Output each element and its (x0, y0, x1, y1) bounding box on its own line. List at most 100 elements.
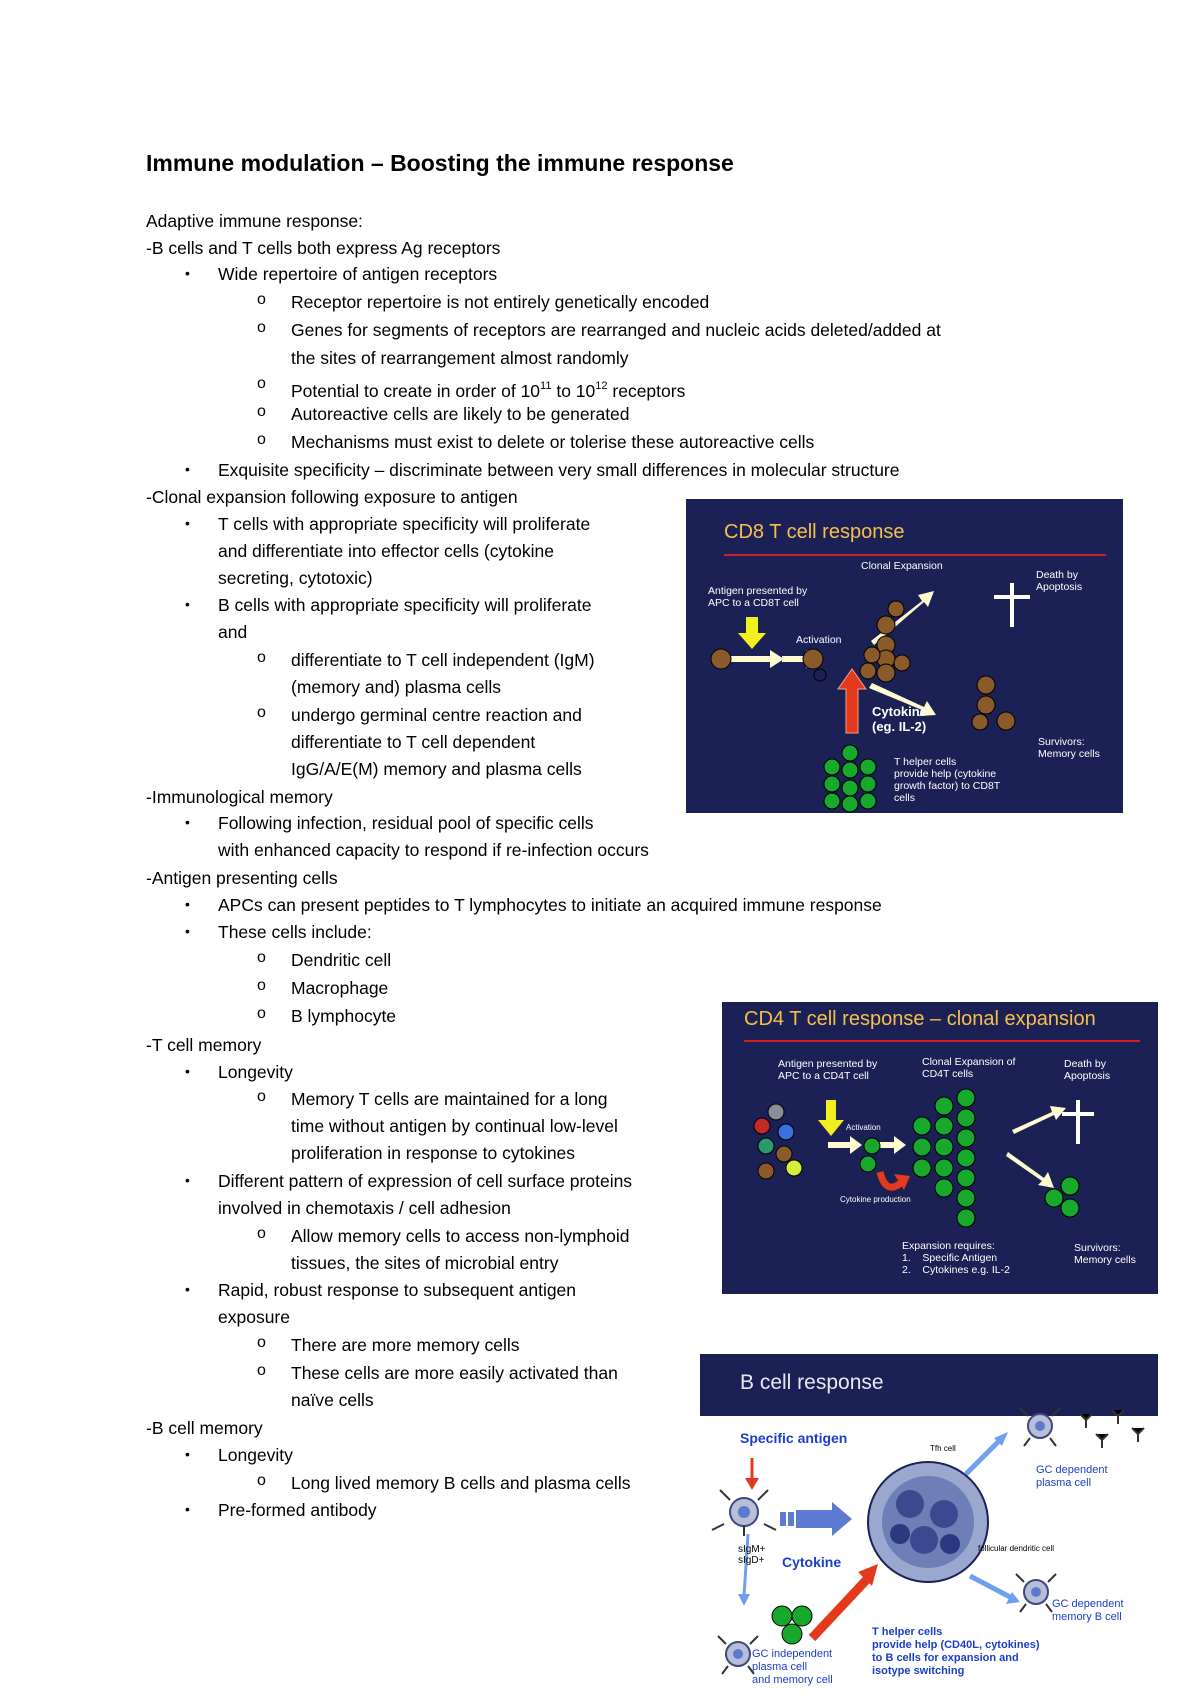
section-heading: -Antigen presenting cells (146, 868, 338, 888)
activation-label: Activation (846, 1123, 881, 1132)
list-item: Long lived memory B cells and plasma cel… (291, 1473, 631, 1493)
death-label: Death by Apoptosis (1036, 569, 1083, 593)
sub-bullet-marker: o (257, 403, 266, 420)
bullet-marker: • (185, 1063, 190, 1079)
bullet-marker: • (185, 461, 190, 477)
memory-b-cell-icon (1015, 1573, 1057, 1613)
list-item: Dendritic cell (291, 950, 392, 970)
list-item-continued: secreting, cytotoxic) (218, 568, 373, 588)
germinal-centre-icon (867, 1461, 989, 1583)
list-item: APCs can present peptides to T lymphocyt… (218, 895, 882, 915)
tfh-cell-label: Tfh cell (930, 1444, 956, 1453)
list-item-continued: the sites of rearrangement almost random… (291, 348, 629, 368)
cd4-figure-title: CD4 T cell response – clonal expansion (744, 1008, 1096, 1030)
b-cell-figure: B cell response (700, 1354, 1158, 1698)
list-item: There are more memory cells (291, 1335, 520, 1355)
list-item: T cells with appropriate specificity wil… (218, 514, 591, 534)
sub-bullet-marker: o (257, 949, 266, 966)
sub-bullet-marker: o (257, 291, 266, 308)
to-death-arrow-icon (1012, 1106, 1066, 1134)
sub-bullet-marker: o (257, 1225, 266, 1242)
list-item-continued: and differentiate into effector cells (c… (218, 541, 554, 561)
list-item: Genes for segments of receptors are rear… (291, 320, 941, 340)
title-rule (744, 1040, 1140, 1042)
to-gc-independent-arrow-icon (742, 1533, 750, 1597)
help-arrow-icon (808, 1572, 874, 1642)
bullet-marker: • (185, 1172, 190, 1188)
list-item: Allow memory cells to access non-lymphoi… (291, 1226, 630, 1246)
bullet-marker: • (185, 814, 190, 830)
list-item: Memory T cells are maintained for a long (291, 1089, 608, 1109)
sub-bullet-marker: o (257, 649, 266, 666)
list-item-continued: proliferation in response to cytokines (291, 1143, 576, 1163)
sub-bullet-marker: o (257, 319, 266, 336)
cytokine-arrow-icon (837, 668, 867, 734)
gc-independent-cell-icon (717, 1635, 759, 1675)
plasma-cell-icon (1019, 1407, 1061, 1447)
bullet-marker: • (185, 1446, 190, 1462)
sub-bullet-marker: o (257, 1005, 266, 1022)
gc-independent-label: GC independent plasma cell and memory ce… (752, 1648, 833, 1686)
to-memory-arrow-icon (968, 1573, 1014, 1601)
list-item: Potential to create in order of 1011 to … (291, 380, 686, 401)
antigen-arrow-icon (738, 617, 766, 649)
cd4-diagram-graphics (753, 1088, 1094, 1228)
cytokine-label: Cytokine (eg. IL-2) (872, 704, 927, 734)
list-item: Rapid, robust response to subsequent ant… (218, 1280, 577, 1300)
list-item: Wide repertoire of antigen receptors (218, 264, 498, 284)
section-heading: -Immunological memory (146, 787, 333, 807)
list-item: B cells with appropriate specificity wil… (218, 595, 592, 615)
section-heading: -Clonal expansion following exposure to … (146, 487, 518, 507)
fdc-label: follicular dendritic cell (978, 1544, 1055, 1553)
sigm-label: sIgM+ sIgD+ (738, 1544, 766, 1566)
b-cell-diagram-graphics (700, 1407, 1158, 1675)
title-rule (724, 554, 1106, 556)
list-item: These cells include: (218, 922, 372, 942)
list-item-continued: tissues, the sites of microbial entry (291, 1253, 559, 1273)
bullet-marker: • (185, 896, 190, 912)
list-item: These cells are more easily activated th… (291, 1363, 618, 1383)
gc-plasma-label: GC dependent plasma cell (1036, 1464, 1108, 1489)
expansion-arrow-icon (874, 1136, 906, 1154)
cytokine-label: Cytokine (782, 1554, 842, 1570)
list-item: B lymphocyte (291, 1006, 397, 1026)
list-item-continued: naïve cells (291, 1390, 374, 1410)
antigen-presented-label: Antigen presented by APC to a CD8T cell (708, 585, 808, 609)
t-helper-label: T helper cells provide help (cytokine gr… (894, 756, 1001, 804)
list-item-continued: IgG/A/E(M) memory and plasma cells (291, 759, 582, 779)
sub-bullet-marker: o (257, 977, 266, 994)
list-item: differentiate to T cell independent (IgM… (291, 650, 595, 670)
cytokine-arrow-icon (876, 1171, 905, 1191)
to-survivor-arrow-icon (869, 683, 936, 716)
sub-bullet-marker: o (257, 375, 266, 392)
survivors-label: Survivors: Memory cells (1074, 1242, 1136, 1266)
section-heading: -B cells and T cells both express Ag rec… (146, 238, 501, 258)
list-item-continued: differentiate to T cell dependent (291, 732, 536, 752)
antigen-arrow-icon (818, 1100, 844, 1136)
list-item: Longevity (218, 1062, 293, 1082)
list-item: Different pattern of expression of cell … (218, 1171, 633, 1191)
bullet-marker: • (185, 515, 190, 531)
list-item: Longevity (218, 1445, 293, 1465)
cd8-diagram-graphics (710, 583, 1030, 813)
section-heading: Adaptive immune response: (146, 211, 363, 231)
sub-bullet-marker: o (257, 1472, 266, 1489)
list-item-continued: involved in chemotaxis / cell adhesion (218, 1198, 511, 1218)
death-cross-icon (1076, 1100, 1080, 1144)
gc-memory-label: GC dependent memory B cell (1052, 1598, 1124, 1623)
antibody-icons (1079, 1409, 1145, 1448)
bullet-marker: • (185, 265, 190, 281)
list-item: Following infection, residual pool of sp… (218, 813, 594, 833)
to-survivor-arrow-icon (1006, 1152, 1054, 1188)
t-helper-label: T helper cells provide help (CD40L, cyto… (872, 1626, 1040, 1677)
list-item-continued: with enhanced capacity to respond if re-… (218, 840, 649, 860)
b-cell-icon (711, 1489, 777, 1536)
list-item-continued: (memory and) plasma cells (291, 677, 502, 697)
clonal-expansion-label: Clonal Expansion of CD4T cells (922, 1056, 1016, 1080)
expansion-arrow-icon (796, 1502, 852, 1536)
cd8-figure-title: CD8 T cell response (724, 521, 905, 543)
list-item: undergo germinal centre reaction and (291, 705, 582, 725)
death-cross-icon (1010, 583, 1014, 627)
list-item-continued: time without antigen by continual low-le… (291, 1116, 618, 1136)
